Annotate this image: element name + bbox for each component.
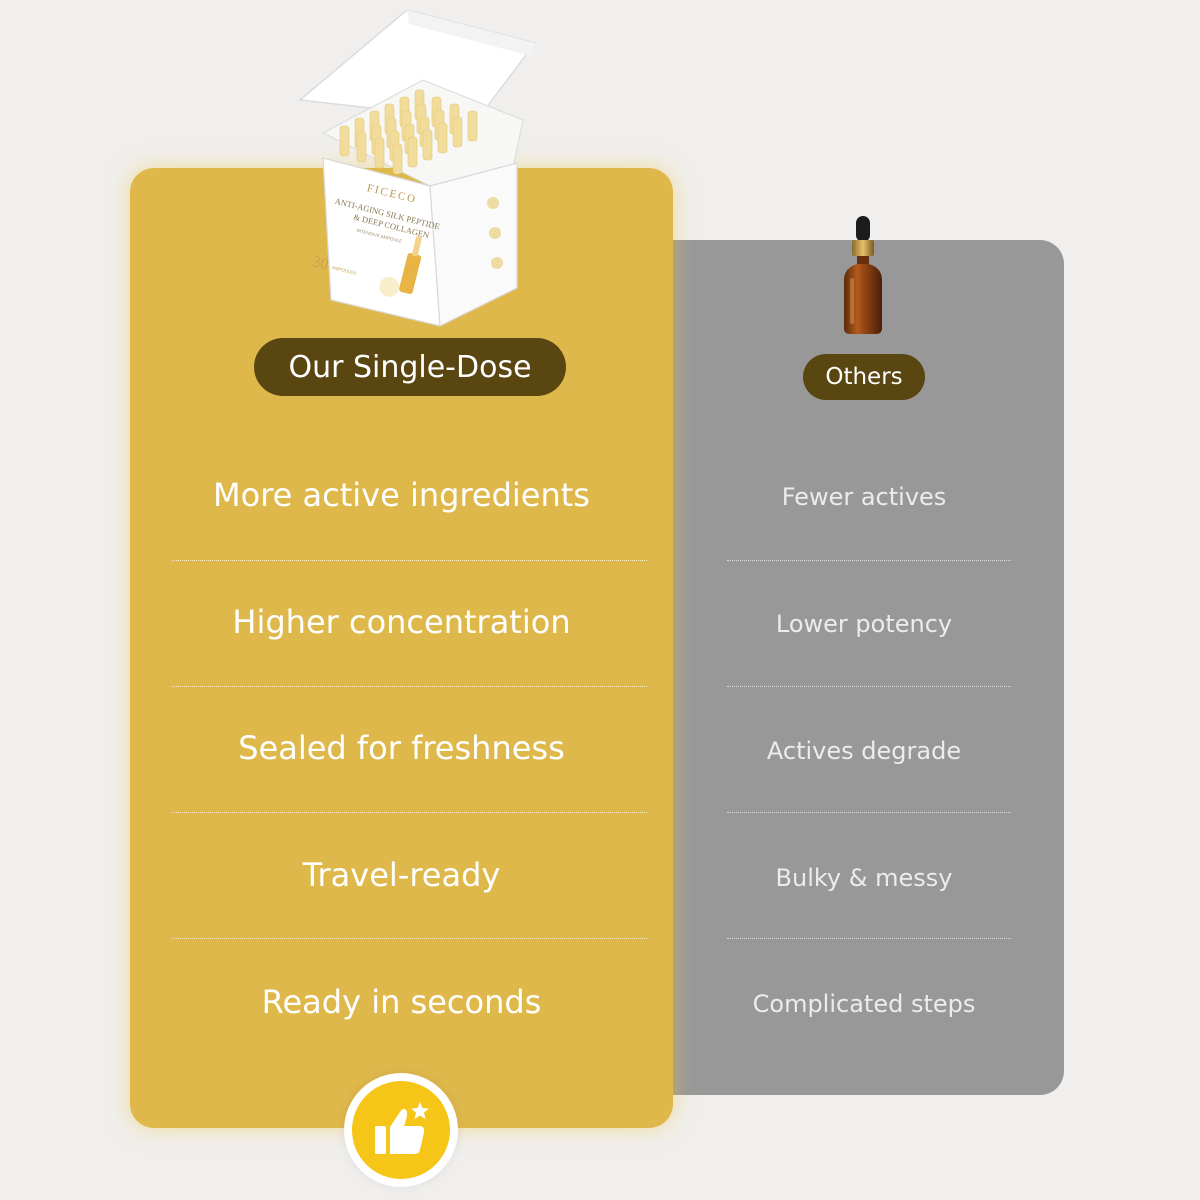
dropper-bottle-icon [844, 216, 882, 334]
thumbs-up-star-icon [375, 1102, 429, 1154]
others-feature: Bulky & messy [775, 864, 953, 892]
divider [727, 812, 1011, 813]
divider [727, 686, 1011, 687]
ours-feature: Sealed for freshness [238, 729, 565, 767]
divider [172, 686, 647, 687]
ours-feature: Higher concentration [232, 603, 571, 641]
others-feature: Actives degrade [766, 737, 962, 765]
ours-panel [130, 168, 673, 1128]
badge-inner [352, 1081, 450, 1179]
ours-label: Our Single-Dose [254, 338, 566, 396]
ampoule-box-icon: FICECO ANTI-AGING SILK PEPTIDE & DEEP CO… [298, 9, 537, 327]
ours-feature: Travel-ready [302, 856, 501, 894]
ours-feature: Ready in seconds [261, 983, 542, 1021]
divider [727, 938, 1011, 939]
box-count-unit: AMPOULES [331, 265, 356, 276]
others-label: Others [803, 354, 925, 400]
ampoule-grid [339, 89, 478, 175]
divider [172, 560, 647, 561]
box-count: 30 [311, 253, 331, 273]
divider [727, 560, 1011, 561]
others-feature: Lower potency [775, 610, 953, 638]
thumbs-up-badge [344, 1073, 458, 1187]
ours-feature: More active ingredients [213, 476, 590, 514]
divider [172, 812, 647, 813]
others-feature: Fewer actives [781, 483, 947, 511]
divider [172, 938, 647, 939]
others-feature: Complicated steps [752, 990, 976, 1018]
